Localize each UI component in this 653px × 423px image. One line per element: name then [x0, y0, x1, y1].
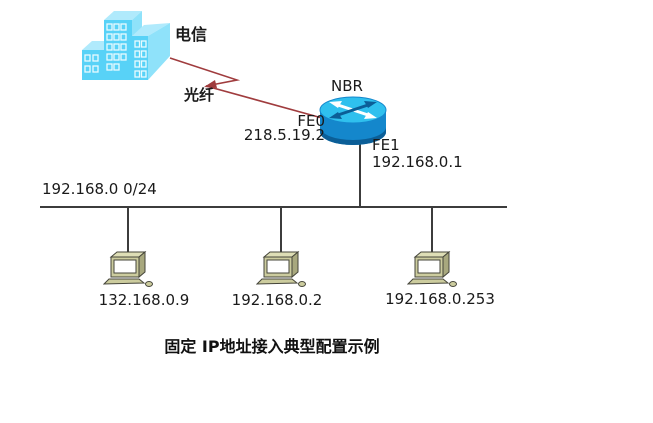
pc-icon: [407, 250, 457, 287]
isp-label: 电信: [175, 25, 208, 44]
telecom-building-icon: [82, 11, 170, 80]
pc-icon: [103, 250, 153, 287]
router-wan-ip-label: 218.5.19.2: [243, 126, 325, 144]
lan-subnet-label: 192.168.0 0/24: [42, 180, 157, 198]
host2-ip-label: 192.168.0.2: [231, 291, 323, 309]
host3-ip-label: 192.168.0.253: [385, 290, 495, 308]
fiber-link-line: [169, 57, 323, 119]
router-lan-interface-label: FE1: [372, 136, 400, 154]
fiber-link-label: 光纤: [184, 86, 215, 104]
router-name-label: NBR: [331, 77, 363, 95]
diagram-caption: 固定 IP地址接入典型配置示例: [164, 337, 380, 356]
router-lan-ip-label: 192.168.0.1: [372, 153, 463, 171]
pc-icon: [256, 250, 306, 287]
fiber-arrowhead-icon: [204, 80, 217, 88]
router-wan-interface-label: FE0: [297, 112, 325, 130]
router-icon: [319, 96, 387, 145]
host1-ip-label: 132.168.0.9: [98, 291, 190, 309]
